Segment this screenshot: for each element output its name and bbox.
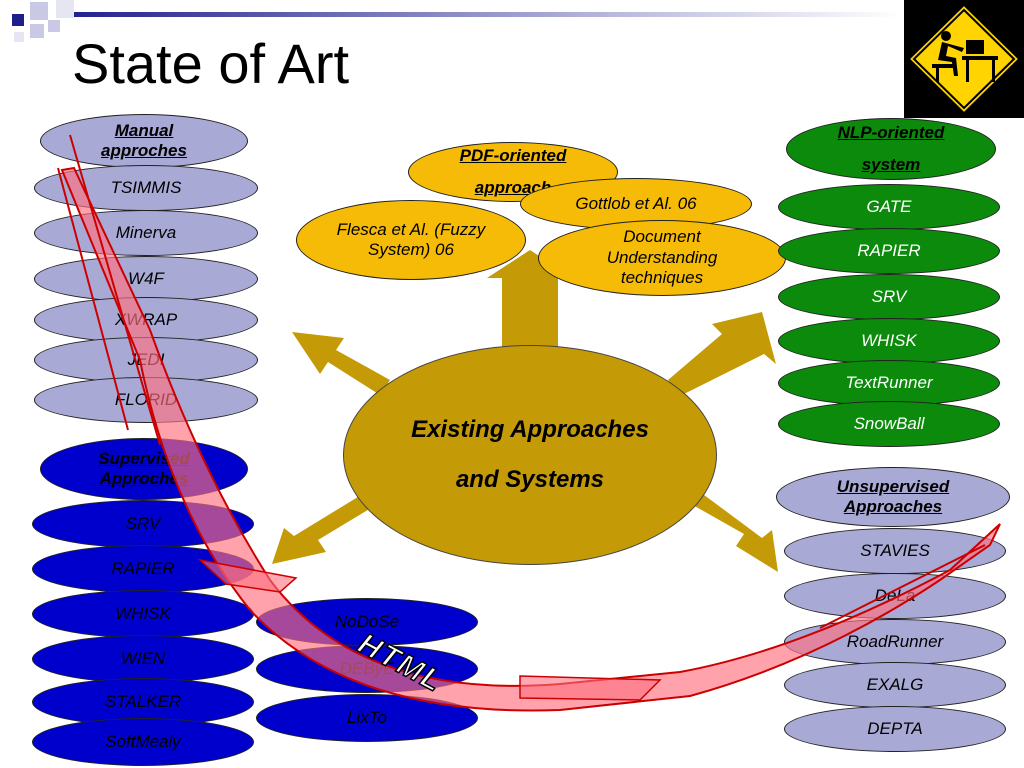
page-title: State of Art	[72, 32, 350, 95]
supervised-item: SoftMealy	[32, 718, 254, 766]
manual-item: W4F	[34, 256, 258, 302]
center-line1: Existing Approaches	[411, 415, 649, 443]
arrow-lower-left	[272, 492, 376, 564]
pdf-item: Document Understanding techniques	[538, 220, 786, 296]
nlp-header: NLP-oriented system	[786, 118, 996, 180]
pdf-item: Flesca et Al. (Fuzzy System) 06	[296, 200, 526, 280]
center-line2: and Systems	[455, 466, 605, 493]
unsupervised-item: STAVIES	[784, 528, 1006, 574]
nlp-item: RAPIER	[778, 228, 1000, 274]
unsupervised-item: EXALG	[784, 662, 1006, 708]
arrow-upper-right	[668, 312, 776, 396]
arrow-lower-right	[684, 486, 778, 572]
html-arrow	[60, 166, 1001, 712]
nlp-item: SnowBall	[778, 401, 1000, 447]
worker-at-computer-sign-icon	[904, 0, 1024, 118]
supervised-item: WIEN	[32, 635, 254, 683]
unsupervised-item: DEPTA	[784, 706, 1006, 752]
arrow-upper-left	[292, 332, 390, 395]
title-decoration	[12, 0, 902, 42]
nlp-item: TextRunner	[778, 360, 1000, 406]
center-concept: Existing Approaches and Systems	[343, 345, 717, 565]
unsupervised-header: Unsupervised Approaches	[776, 467, 1010, 527]
